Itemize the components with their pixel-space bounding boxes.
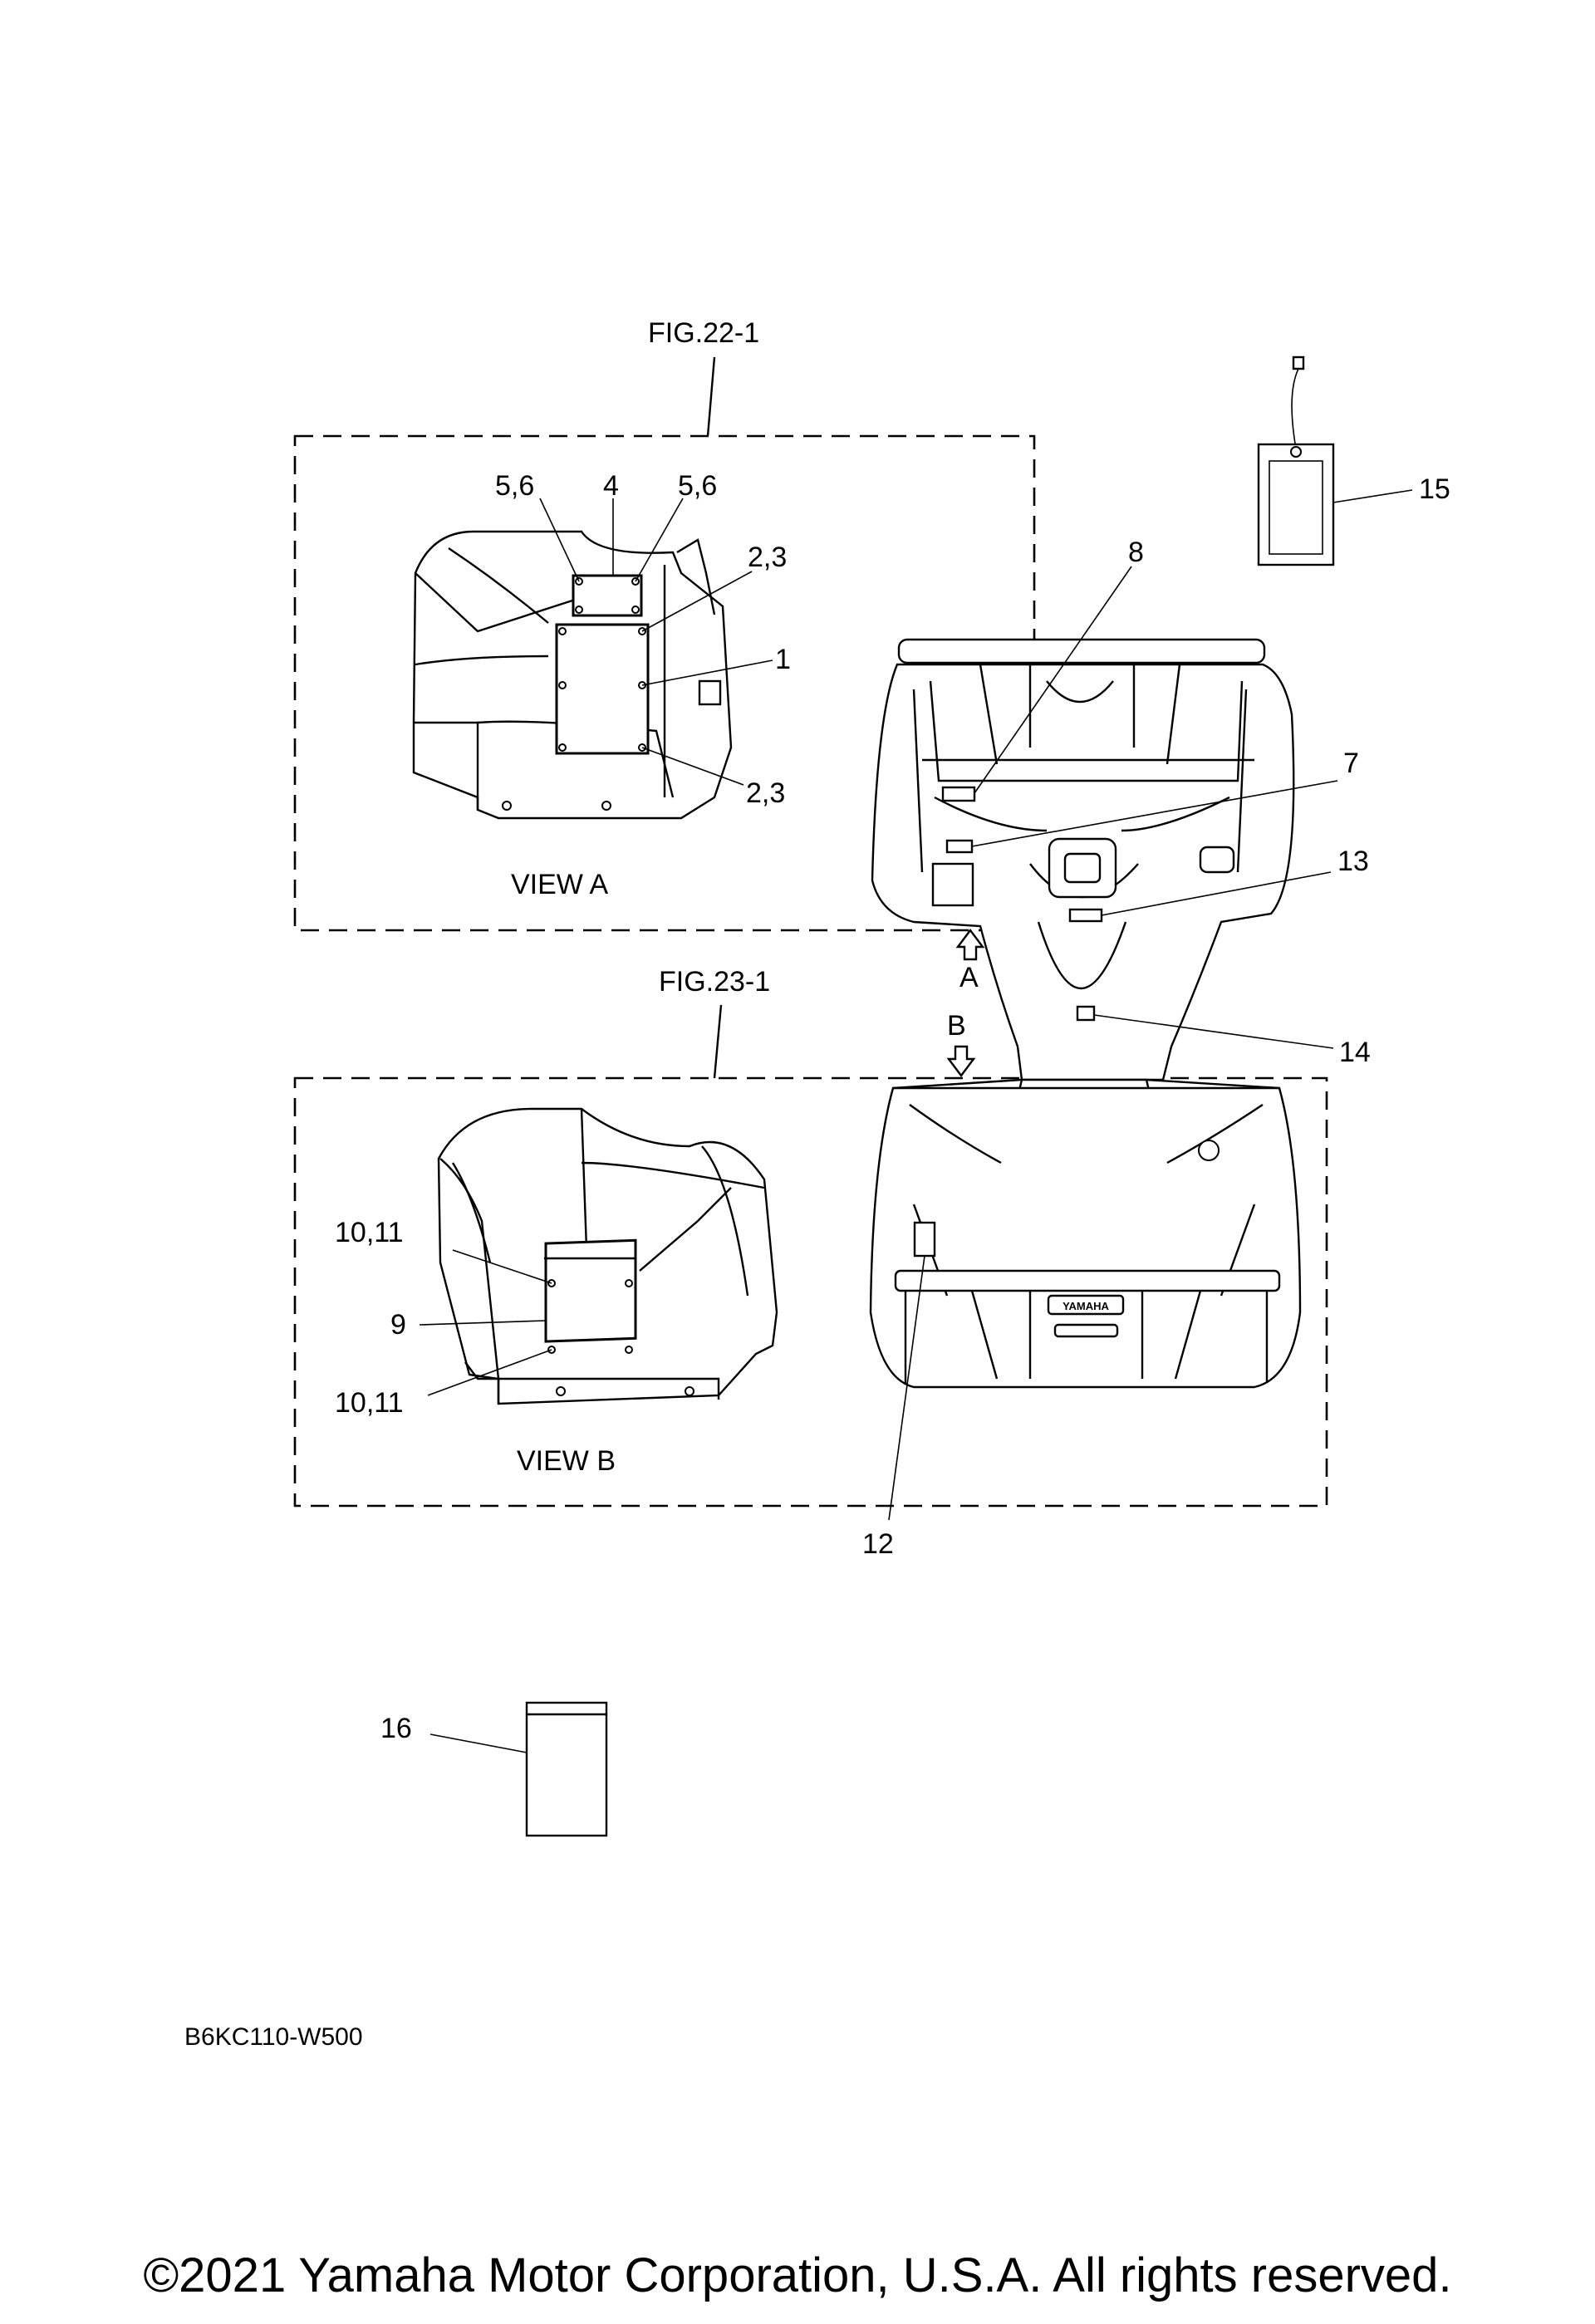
rear-fender-drawing [437, 1107, 778, 1405]
front-fender-drawing [412, 530, 733, 820]
atv-top-view: A B YAMAHA [869, 638, 1302, 1389]
callout-10-11-bottom: 10,11 [335, 1387, 404, 1419]
callout-2-3-bottom: 2,3 [746, 777, 785, 809]
view-a-label: VIEW A [511, 869, 608, 900]
view-a-dashed-frame [293, 434, 1036, 932]
label-13-rect [1068, 908, 1103, 923]
label-14-rect [1076, 1005, 1096, 1022]
callout-10-11-top: 10,11 [335, 1217, 404, 1248]
label-12-rect [913, 1221, 936, 1258]
label-9-plate [544, 1238, 637, 1343]
view-b-group: FIG.23-1 10,11 9 10,11 [293, 966, 1328, 1508]
fig-22-1-leader [706, 356, 716, 437]
arrow-b-letter: B [947, 1010, 966, 1042]
diagram-code: B6KC110-W500 [184, 2023, 363, 2051]
label-1-plate [555, 623, 650, 755]
callout-2-3-top: 2,3 [748, 542, 787, 573]
callout-9: 9 [390, 1309, 406, 1341]
label-8-rect [941, 786, 976, 802]
view-b-label: VIEW B [517, 1445, 616, 1477]
arrow-a-letter: A [959, 962, 979, 993]
yamaha-badge: YAMAHA [1063, 1300, 1109, 1312]
callout-13: 13 [1337, 846, 1369, 877]
callout-12: 12 [862, 1528, 894, 1560]
label-7-rect [945, 839, 974, 854]
label-4-plate [572, 574, 643, 617]
part-16-booklet: 16 [380, 1701, 608, 1837]
callout-15: 15 [1419, 473, 1450, 505]
callout-4: 4 [603, 470, 619, 502]
callout-8: 8 [1128, 537, 1144, 568]
fig-23-1-ref: FIG.23-1 [659, 966, 770, 998]
fig-22-1-ref: FIG.22-1 [648, 317, 759, 349]
view-a-group: FIG.22-1 [293, 317, 1036, 932]
part-15-tag: 15 [1257, 355, 1450, 566]
callout-7: 7 [1343, 748, 1359, 779]
copyright-notice: ©2021 Yamaha Motor Corporation, U.S.A. A… [143, 2248, 1452, 2302]
callout-16: 16 [380, 1713, 412, 1744]
callout-1: 1 [775, 644, 791, 675]
callout-5-6-right: 5,6 [678, 470, 717, 502]
callout-14: 14 [1339, 1037, 1371, 1068]
fig-23-1-leader [713, 1004, 723, 1079]
view-b-dashed-frame [293, 1076, 1328, 1508]
callout-5-6-left: 5,6 [495, 470, 534, 502]
